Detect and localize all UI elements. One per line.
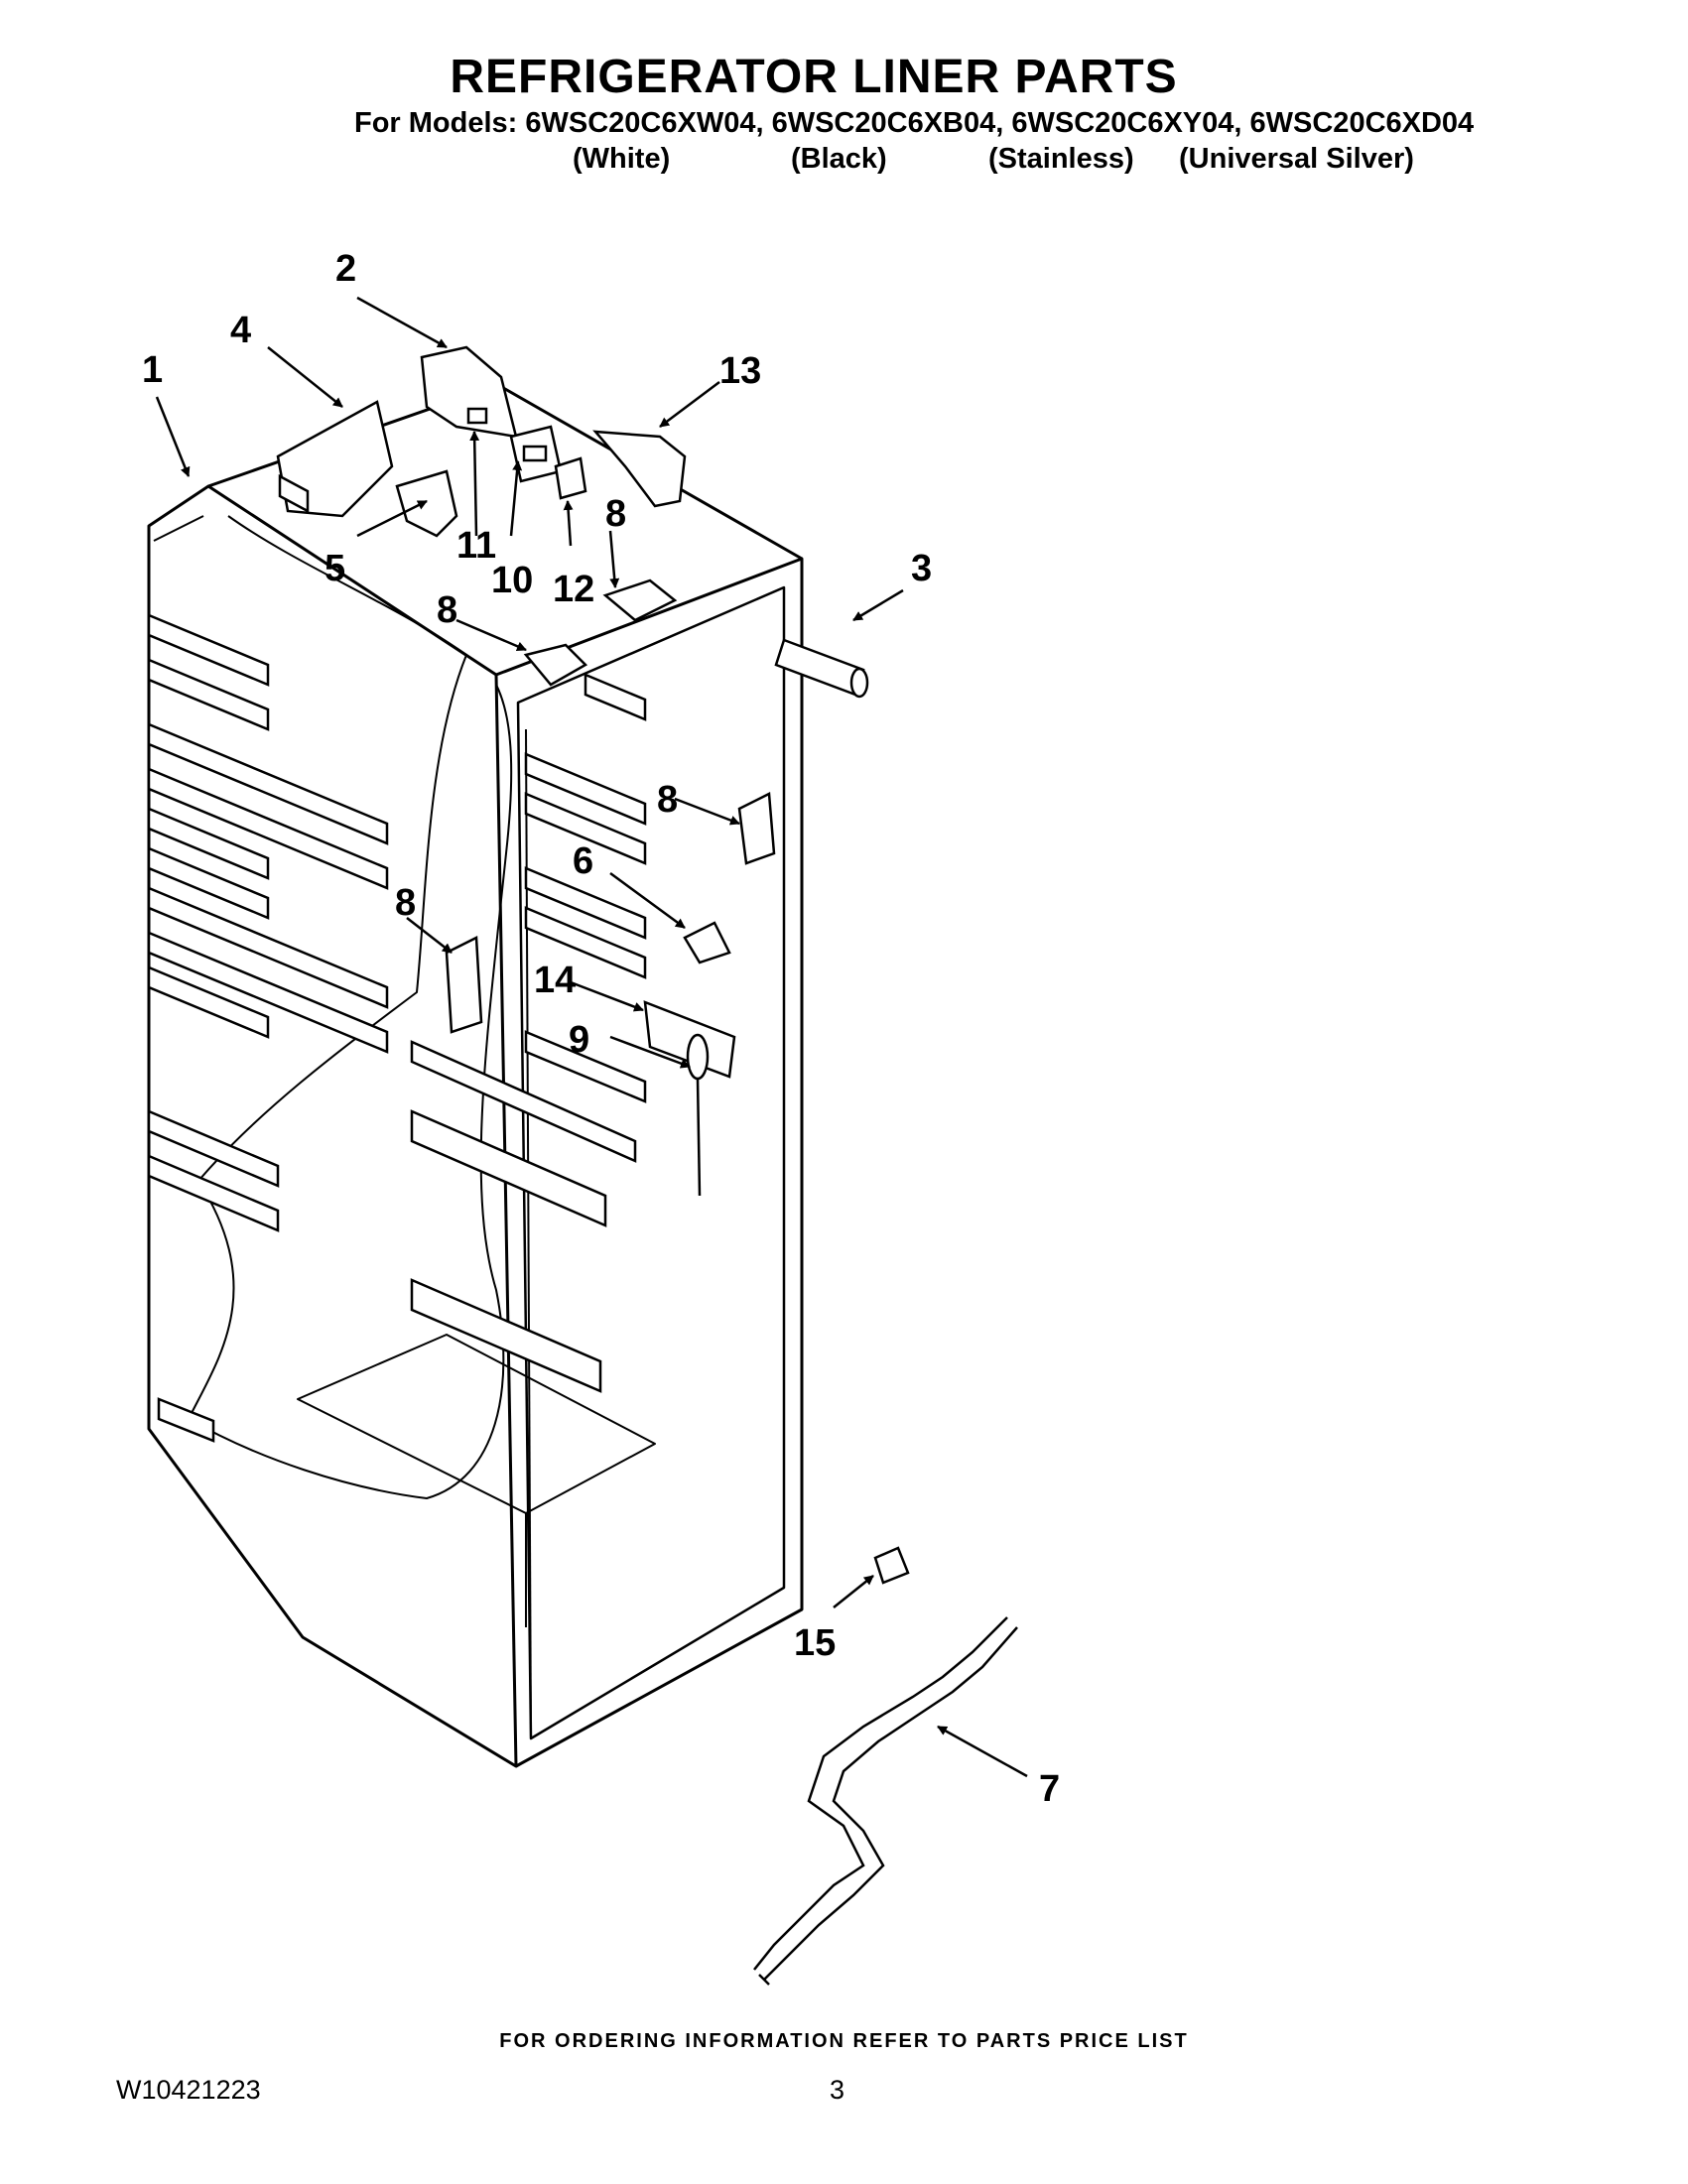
callout-13: 13 [719, 350, 761, 392]
part-14-light-housing [643, 1000, 736, 1079]
callout-8-b: 8 [605, 493, 626, 535]
callout-9: 9 [569, 1019, 589, 1061]
callout-6: 6 [573, 840, 593, 882]
part-3-water-filter [774, 638, 869, 699]
part-15-plug [873, 1546, 910, 1585]
part-6-clip [683, 921, 731, 964]
right-wall-shelf-ribs [410, 673, 647, 1393]
part-10-switch-housing [509, 425, 563, 483]
callout-11: 11 [456, 525, 496, 567]
part-13-damper [592, 430, 687, 508]
part-5-bracket [395, 469, 458, 538]
variant-universal-silver: (Universal Silver) [1179, 143, 1414, 175]
callout-4: 4 [230, 310, 251, 351]
page-number: 3 [830, 2075, 845, 2105]
part-2-control-housing [420, 345, 518, 439]
callout-8-d: 8 [395, 882, 416, 924]
part-12-switch [554, 456, 587, 500]
leader-lines [155, 296, 1028, 1778]
callout-2: 2 [335, 248, 356, 290]
models-line: For Models: 6WSC20C6XW04, 6WSC20C6XB04, … [354, 107, 1475, 139]
callout-8-a: 8 [437, 589, 457, 631]
callout-12: 12 [553, 569, 594, 610]
left-wall-shelf-ribs [147, 613, 389, 1443]
callout-1: 1 [142, 349, 163, 391]
callout-14: 14 [534, 960, 576, 1001]
variant-white: (White) [573, 143, 671, 175]
part-8-lamp-socket-side [445, 792, 776, 1034]
ordering-information-note: FOR ORDERING INFORMATION REFER TO PARTS … [499, 2030, 1189, 2052]
document-number: W10421223 [116, 2075, 261, 2105]
part-9-sensor [686, 1033, 710, 1197]
callout-15: 15 [794, 1622, 836, 1664]
callout-10: 10 [491, 560, 533, 601]
callout-3: 3 [911, 548, 932, 589]
callout-7: 7 [1039, 1768, 1060, 1810]
part-7-water-tube [753, 1616, 1018, 1986]
variant-black: (Black) [791, 143, 887, 175]
callout-8-c: 8 [657, 779, 678, 821]
page-title: REFRIGERATOR LINER PARTS [450, 51, 1178, 103]
variant-stainless: (Stainless) [988, 143, 1134, 175]
part-8-lamp-socket-top [523, 578, 678, 687]
callout-numbers: 1 2 3 4 5 6 7 8 8 8 8 9 10 11 12 13 14 1… [142, 248, 1060, 1810]
callout-5: 5 [325, 548, 345, 589]
part-4-air-duct [276, 400, 394, 518]
